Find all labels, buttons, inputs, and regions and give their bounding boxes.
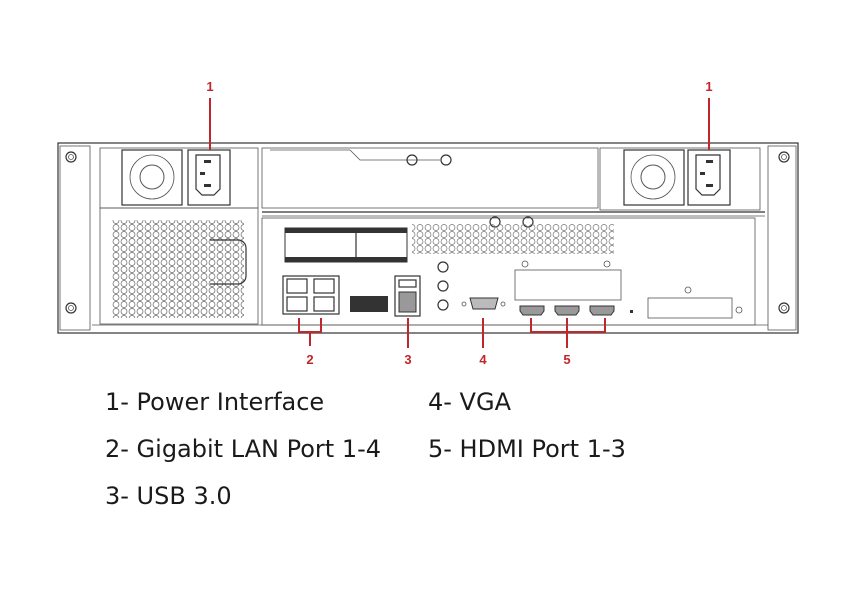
callout-2: 2 (306, 352, 313, 367)
lan-ports (282, 275, 340, 315)
screw-icon (65, 151, 77, 163)
callout-1-left: 1 (206, 79, 213, 94)
fan-icon (129, 154, 175, 200)
screw-icon (778, 151, 790, 163)
fan-icon (630, 154, 676, 200)
vga-port (461, 297, 506, 310)
power-supply-right (599, 147, 761, 211)
screw-icon (65, 302, 77, 314)
hdmi-ports (519, 305, 615, 316)
power-socket-icon (195, 154, 221, 196)
sfp-ports (284, 227, 408, 263)
power-supply-left (99, 147, 259, 325)
expansion-slot (261, 147, 765, 228)
legend-item-hdmi: 5- HDMI Port 1-3 (428, 435, 626, 463)
port-block (350, 296, 388, 312)
callout-3: 3 (404, 352, 411, 367)
legend-item-power: 1- Power Interface (105, 388, 325, 416)
legend-item-usb: 3- USB 3.0 (105, 482, 232, 510)
legend-item-vga: 4- VGA (428, 388, 511, 416)
psu-handle (210, 239, 247, 285)
screw-icon (778, 302, 790, 314)
callout-4: 4 (479, 352, 487, 367)
vent-grille (412, 224, 614, 254)
vent-grille (112, 220, 244, 318)
right-rack-ear (767, 145, 797, 331)
callouts: 1 1 2 3 4 5 (206, 79, 712, 367)
callout-1-right: 1 (705, 79, 712, 94)
callout-5: 5 (563, 352, 570, 367)
power-socket-icon (695, 154, 721, 196)
usb-ports (394, 275, 421, 317)
legend-item-lan: 2- Gigabit LAN Port 1-4 (105, 435, 382, 463)
io-panel (261, 217, 756, 326)
left-rack-ear (59, 145, 91, 331)
